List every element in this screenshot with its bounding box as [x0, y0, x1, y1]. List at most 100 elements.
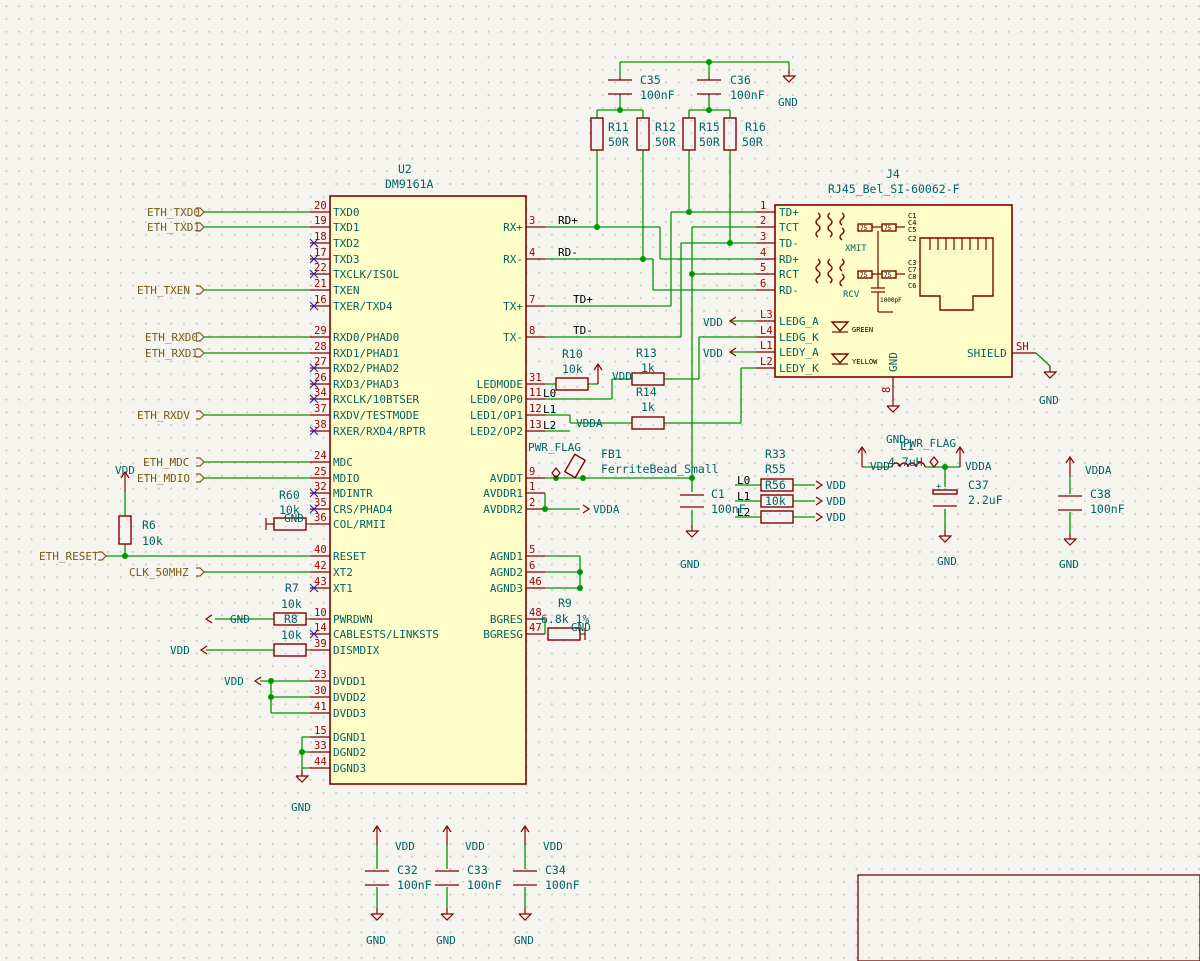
- u2-pin-name: MDC: [333, 456, 353, 469]
- resistor-r14[interactable]: R14 1k: [631, 385, 665, 430]
- resistor-r55[interactable]: R55: [760, 462, 794, 508]
- label-arrow: [196, 473, 205, 483]
- r60-ref: R60: [279, 488, 300, 502]
- j4-pin-name: RD-: [779, 284, 799, 297]
- cap-label-c7: C7: [908, 266, 916, 274]
- global-label-eth-rxd0[interactable]: ETH_RXD0: [145, 331, 205, 344]
- global-label-eth-rxdv[interactable]: ETH_RXDV: [137, 409, 205, 422]
- gnd-label: GND: [937, 555, 957, 568]
- u2-pin-name: TXER/TXD4: [333, 300, 393, 313]
- r75-label-4: 75: [884, 272, 892, 279]
- global-label-eth-txen[interactable]: ETH_TXEN: [137, 284, 205, 297]
- label-arrow: [196, 207, 205, 217]
- resistor-r13[interactable]: R13 1k: [631, 346, 665, 386]
- resistor-body: [273, 643, 307, 657]
- u2-pin-number: 30: [314, 685, 327, 697]
- resistor-r60[interactable]: R60 10k: [273, 488, 307, 531]
- vdd-label: VDD: [826, 511, 846, 524]
- c34-value: 100nF: [545, 878, 580, 892]
- capacitor-c32[interactable]: C32 100nF: [365, 863, 432, 892]
- j4-pin-name: TD+: [779, 206, 799, 219]
- resistor-r10[interactable]: R10 10k: [555, 347, 589, 391]
- resistor-r6[interactable]: R6 10k: [118, 515, 163, 548]
- resistor-r33[interactable]: R33: [760, 447, 794, 492]
- power-arrow: [520, 824, 530, 833]
- u2-pin-number: 10: [314, 607, 327, 619]
- j4-pin-name: RCT: [779, 268, 799, 281]
- fb1-value: FerriteBead_Small: [601, 462, 719, 476]
- net-label-rd-minus: RD-: [558, 246, 578, 259]
- capacitor-c1[interactable]: C1 100nF: [680, 487, 746, 516]
- junction: [689, 475, 695, 481]
- global-label-eth-mdio[interactable]: ETH_MDIO: [137, 472, 205, 485]
- resistor-r9[interactable]: R9 6.8k 1%: [541, 596, 590, 641]
- resistor-r15[interactable]: R15 50R: [682, 117, 720, 151]
- global-label-eth-mdc[interactable]: ETH_MDC: [143, 456, 205, 469]
- u2-pin-number: 47: [529, 622, 542, 634]
- rcv-coil-mid: [827, 258, 833, 284]
- capacitor-c38[interactable]: C38 100nF: [1058, 487, 1125, 516]
- r12-value: 50R: [655, 135, 676, 149]
- u2-pin-name: MDINTR: [333, 487, 373, 500]
- global-label-eth-rxd1[interactable]: ETH_RXD1: [145, 347, 205, 360]
- c33-value: 100nF: [467, 878, 502, 892]
- u2-pin-number: 13: [529, 419, 542, 431]
- junction: [689, 271, 695, 277]
- u2-body[interactable]: [329, 195, 527, 785]
- resistor-r16[interactable]: R16 50R: [723, 117, 766, 151]
- resistor-r12[interactable]: R12 50R: [636, 117, 676, 151]
- capacitor-c37[interactable]: + C37 2.2uF: [932, 478, 1003, 507]
- pwr-flag-label: PWR_FLAG: [903, 437, 956, 450]
- resistor-r56[interactable]: R56 10k: [760, 478, 794, 524]
- global-label-eth-txd0[interactable]: ETH_TXD0: [147, 206, 205, 219]
- rj45-contacts: [929, 238, 987, 250]
- power-arrow: [728, 347, 737, 357]
- global-label-eth-reset[interactable]: ETH_RESET: [39, 550, 107, 563]
- label-arrow: [196, 285, 205, 295]
- j4-magnetics: 75 75 XMIT C1 C4 C5 C2 75 75 RCV C3 C7 C…: [815, 212, 916, 313]
- j4-pin-number: L3: [760, 309, 773, 321]
- r75-label-2: 75: [884, 225, 892, 232]
- j4-pin-number: 4: [760, 247, 766, 259]
- gnd-label: GND: [436, 934, 456, 947]
- gnd-symbol: [685, 530, 700, 538]
- capacitor-c36[interactable]: C36 100nF: [697, 73, 765, 102]
- global-label-eth-txd1[interactable]: ETH_TXD1: [147, 221, 205, 234]
- resistor-r11[interactable]: R11 50R: [590, 117, 629, 151]
- capacitor-c33[interactable]: C33 100nF: [435, 863, 502, 892]
- u2-pin-name: AVDDR1: [483, 487, 523, 500]
- u2-pin-name: CRS/PHAD4: [333, 503, 393, 516]
- global-label-text: ETH_RESET: [39, 550, 99, 563]
- inductor-coil: [891, 461, 926, 468]
- global-label-text: ETH_RXDV: [137, 409, 190, 422]
- global-label-clk-50mhz[interactable]: CLK_50MHZ: [129, 566, 205, 579]
- resistor-body: [636, 117, 650, 151]
- u2-pin-number: 3: [529, 215, 535, 227]
- j4-body[interactable]: [774, 204, 1013, 378]
- power-arrow: [593, 362, 603, 371]
- inductor-l1[interactable]: L1 4.7uH: [888, 439, 926, 469]
- r15-value: 50R: [699, 135, 720, 149]
- u2-pin-number: 4: [529, 247, 535, 259]
- junction: [706, 107, 712, 113]
- no-connect-marker: [309, 301, 319, 311]
- ferrite-bead-fb1[interactable]: FB1 FerriteBead_Small: [563, 447, 719, 479]
- capacitor-c34[interactable]: C34 100nF: [513, 863, 580, 892]
- r56-value: 10k: [765, 494, 786, 508]
- resistor-body: [273, 612, 307, 626]
- u2-pin-number: 23: [314, 669, 327, 681]
- j4-pin-name: TD-: [779, 237, 799, 250]
- ferrite-body: [563, 453, 587, 479]
- title-block-frame: [857, 874, 1200, 961]
- u2-pin-number: 29: [314, 325, 327, 337]
- cap-plate-positive: [932, 489, 958, 495]
- cap-label-c2: C2: [908, 235, 916, 243]
- gnd-symbol: [295, 775, 310, 783]
- resistor-r8[interactable]: R8 10k: [273, 597, 307, 626]
- capacitor-c35[interactable]: C35 100nF: [608, 73, 675, 102]
- resistor-r7[interactable]: R7 10k: [273, 581, 307, 657]
- no-connect-marker: [309, 629, 319, 639]
